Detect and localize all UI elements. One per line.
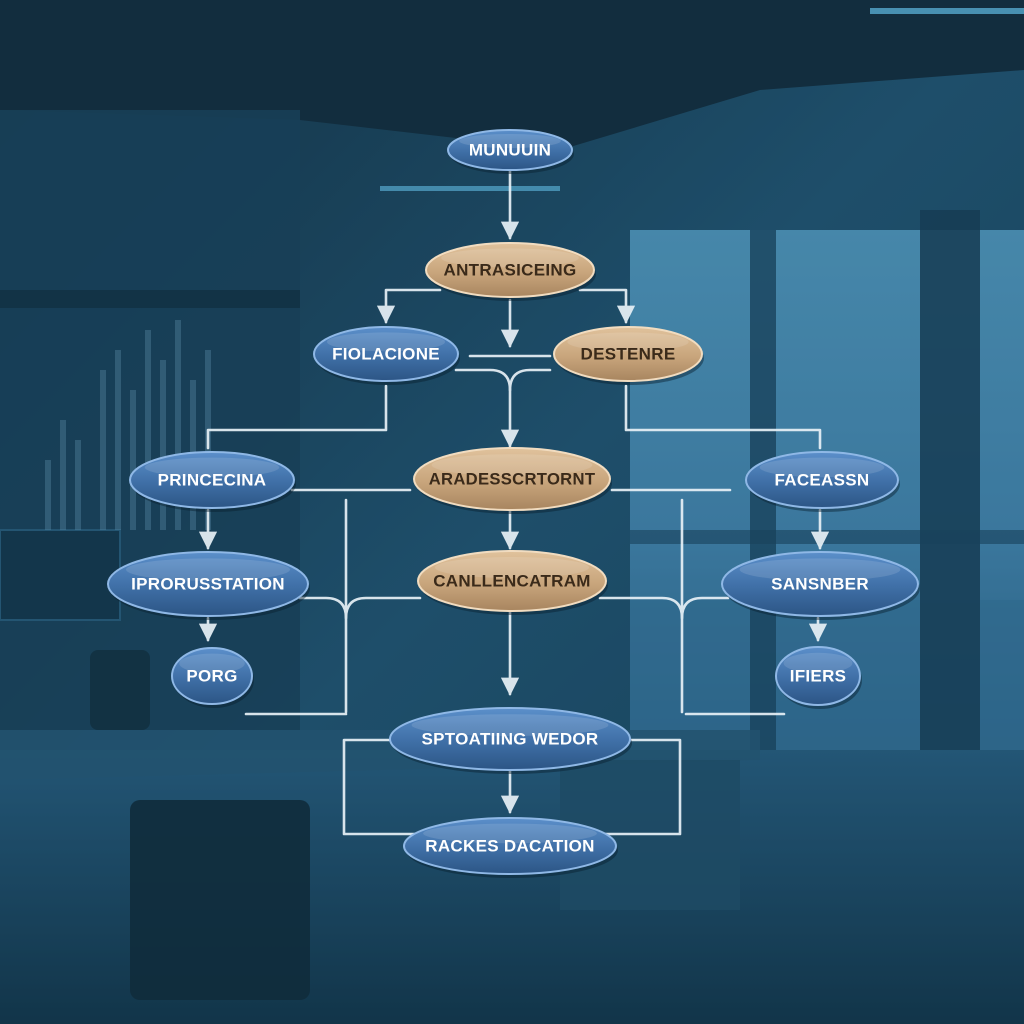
node-highlight [179,653,245,674]
node-fiolacione[interactable]: FIOLACIONE [313,326,460,385]
node-label: ANTRASICEING [444,260,577,279]
node-label: CANLLENCATRAM [433,571,591,590]
node-highlight [567,332,689,352]
node-shape [417,550,607,612]
node-highlight [423,823,597,844]
monitor [0,529,121,621]
node-label: RACKES DACATION [425,836,594,855]
chair [130,800,310,1000]
node-porg[interactable]: PORG [171,647,254,708]
edge-fiolacione-princecina [206,384,388,450]
connectors [198,166,830,836]
node-spotaiing-wedor[interactable]: SPTOATIING WEDOR [389,707,632,774]
node-highlight [144,457,280,478]
node-shape [413,447,611,511]
window-mullion-2 [920,210,980,750]
edge-destenre-faceassn [624,384,822,450]
node-label: MUNUUIN [469,140,551,159]
node-highlight [459,134,561,148]
node-label: FACEASSN [775,470,870,489]
edge-loop-right [602,738,682,836]
node-destenre[interactable]: DESTENRE [553,326,704,385]
node-sansnber[interactable]: SANSNBER [721,551,920,620]
left-wall [0,110,300,730]
node-highlight [431,454,593,476]
edge-antrasiceing-fiolacione [376,288,442,324]
edge-merge-aradesscrtornt [454,368,520,448]
node-highlight [411,714,609,736]
node-ifiers[interactable]: IFIERS [775,646,862,709]
node-aradesscrtornt[interactable]: ARADESSCRTORNT [413,447,612,514]
node-highlight [759,457,885,478]
node-shape [403,817,617,875]
node-shape [171,647,253,705]
node-highlight [783,652,853,674]
node-shape [775,646,861,706]
node-shape [447,129,573,171]
node-highlight [739,558,901,581]
node-shape [425,242,595,298]
node-shape [107,551,309,617]
shelf [0,290,300,308]
edge-loop-left [342,738,422,836]
node-label: IFIERS [790,666,847,685]
node-label: SPTOATIING WEDOR [421,729,598,748]
node-munuuin[interactable]: MUNUUIN [447,129,574,174]
node-shape [721,551,919,617]
node-label: PORG [186,666,237,685]
ceiling-light [870,8,1024,14]
edge-left-bus [298,596,422,620]
node-label: SANSNBER [771,574,869,593]
node-shape [745,451,899,509]
node-label: PRINCECINA [158,470,267,489]
ceiling-light-2 [380,186,560,191]
chair-2 [90,650,150,730]
node-label: DESTENRE [581,344,676,363]
edge-antrasiceing-destenre [578,288,636,324]
node-canllencatram[interactable]: CANLLENCATRAM [417,550,608,615]
node-antrasiceing[interactable]: ANTRASICEING [425,242,596,301]
node-shape [553,326,703,382]
node-highlight [326,332,446,352]
node-label: ARADESSCRTORNT [429,469,596,488]
node-label: FIOLACIONE [332,344,440,363]
node-faceassn[interactable]: FACEASSN [745,451,900,512]
node-label: IPRORUSSTATION [131,574,285,593]
nodes: MUNUUIN ANTRASICEING FIOLACIONE DESTENRE PRI… [107,129,920,878]
node-shape [389,707,631,771]
node-highlight [441,248,579,268]
node-highlight [126,558,290,581]
edge-right-bus [598,596,730,620]
node-princecina[interactable]: PRINCECINA [129,451,296,512]
node-iprorusstation[interactable]: IPRORUSSTATION [107,551,310,620]
node-rackes-dacation[interactable]: RACKES DACATION [403,817,618,878]
node-shape [313,326,459,382]
node-shape [129,451,295,509]
node-highlight [434,557,590,578]
edge-merge-right [508,368,552,392]
